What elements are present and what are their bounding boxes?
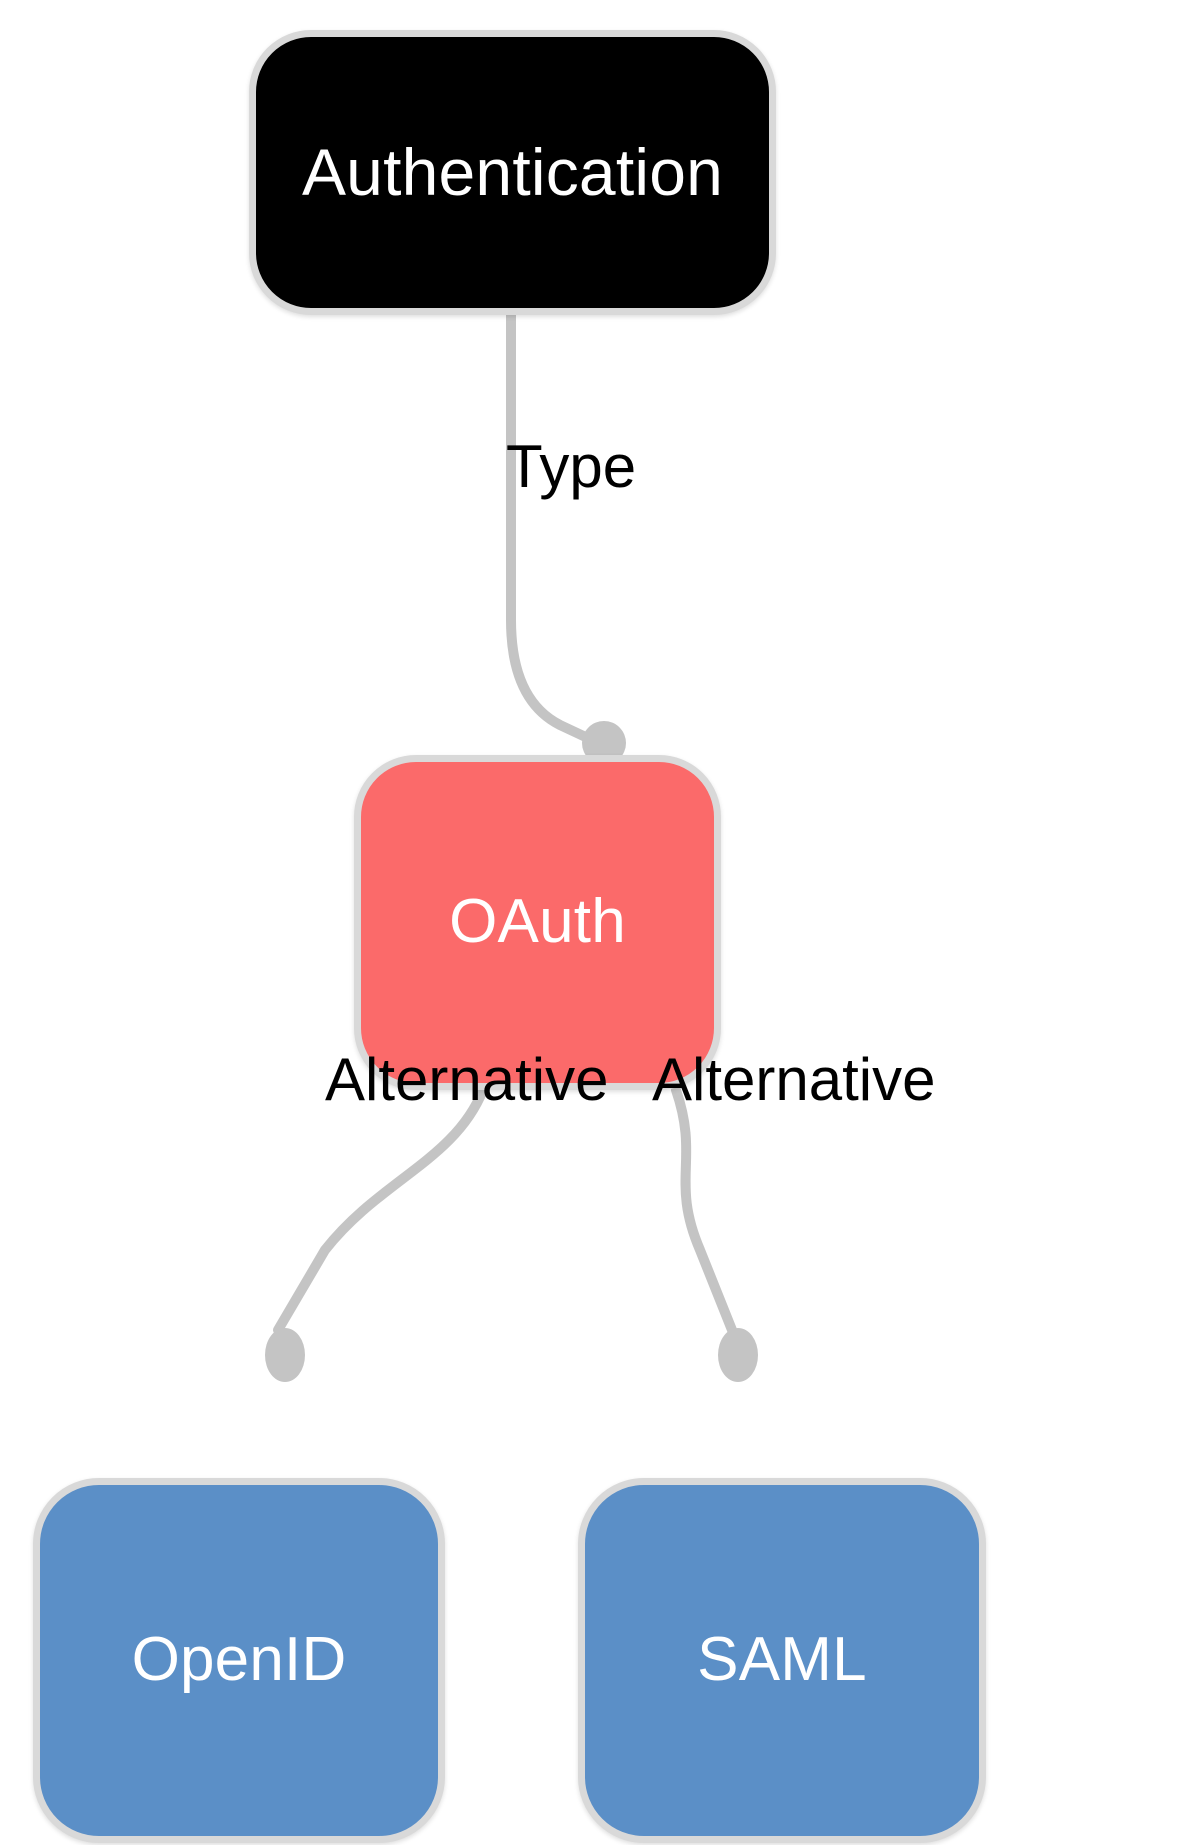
node-label-openid: OpenID [131,1625,347,1695]
node-label-authentication: Authentication [301,135,724,210]
edge-endpoint-dot-saml [718,1328,758,1382]
edge-oauth-saml [671,1085,737,1335]
node-label-oauth: OAuth [449,887,626,957]
edge-endpoint-dot-oauth [582,721,626,765]
mindmap-node-openid[interactable]: OpenID [33,1478,445,1843]
edge-authentication-oauth [506,307,597,745]
node-label-saml: SAML [697,1625,867,1695]
edge-label-type: Type [506,433,637,500]
edge-label-alternative-saml: Alternative [652,1046,936,1113]
edge-endpoint-dot-openid [265,1328,305,1382]
edge-label-alternative-openid: Alternative [325,1046,609,1113]
mindmap-node-oauth[interactable]: OAuth [354,755,721,1090]
mindmap-node-saml[interactable]: SAML [578,1478,986,1843]
edge-oauth-openid [273,1085,488,1335]
mindmap-node-authentication[interactable]: Authentication [249,30,776,315]
